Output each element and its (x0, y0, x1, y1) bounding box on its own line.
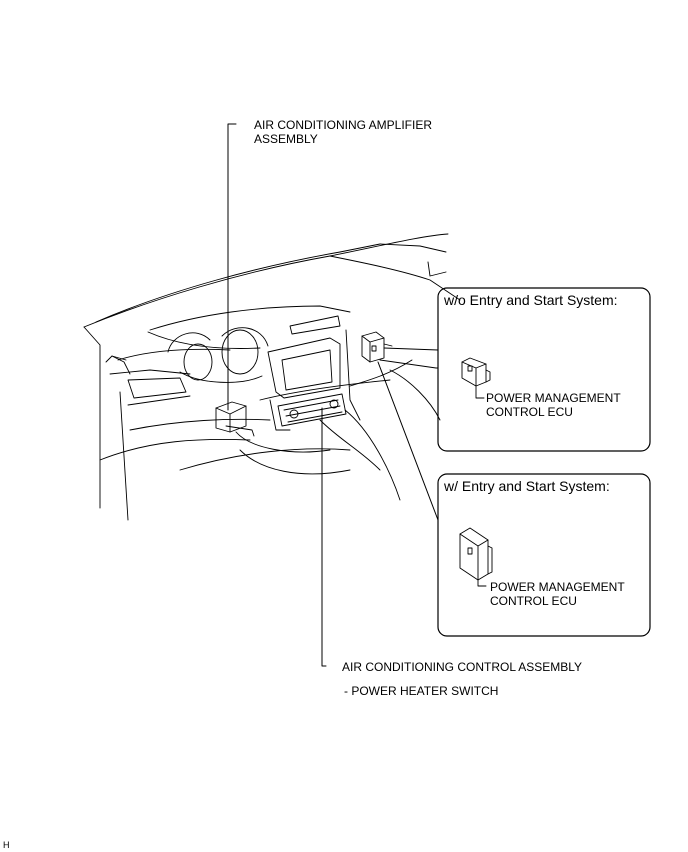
callout-box-w-entry (437, 473, 651, 637)
box-wo-ecu-label-line1: POWER MANAGEMENT (486, 391, 621, 405)
ecu-icon-small (461, 357, 491, 399)
callout-boxes (437, 287, 651, 637)
ac-amplifier-label-line1: AIR CONDITIONING AMPLIFIER (254, 118, 433, 132)
box-w-entry-title: w/ Entry and Start System: (444, 478, 610, 494)
box-w-ecu-label-line2: CONTROL ECU (490, 594, 577, 608)
box-wo-entry-title: w/o Entry and Start System: (444, 292, 618, 308)
power-heater-switch-label: - POWER HEATER SWITCH (344, 684, 499, 698)
box-wo-ecu-label-line2: CONTROL ECU (486, 405, 573, 419)
ac-amplifier-label-line2: ASSEMBLY (254, 132, 318, 146)
callout-box-wo-entry (437, 287, 651, 452)
center-console (267, 315, 361, 431)
instrument-cluster (167, 327, 269, 383)
ecu-mounted (361, 331, 393, 363)
ecu-icon-large (459, 527, 493, 587)
leader-lines (227, 123, 439, 667)
ac-control-assembly-label: AIR CONDITIONING CONTROL ASSEMBLY (342, 660, 583, 674)
box-w-ecu-label-line1: POWER MANAGEMENT (490, 580, 625, 594)
footer-code: H (3, 840, 10, 850)
dashboard-outline (83, 233, 461, 521)
ac-amplifier-component (215, 401, 255, 437)
